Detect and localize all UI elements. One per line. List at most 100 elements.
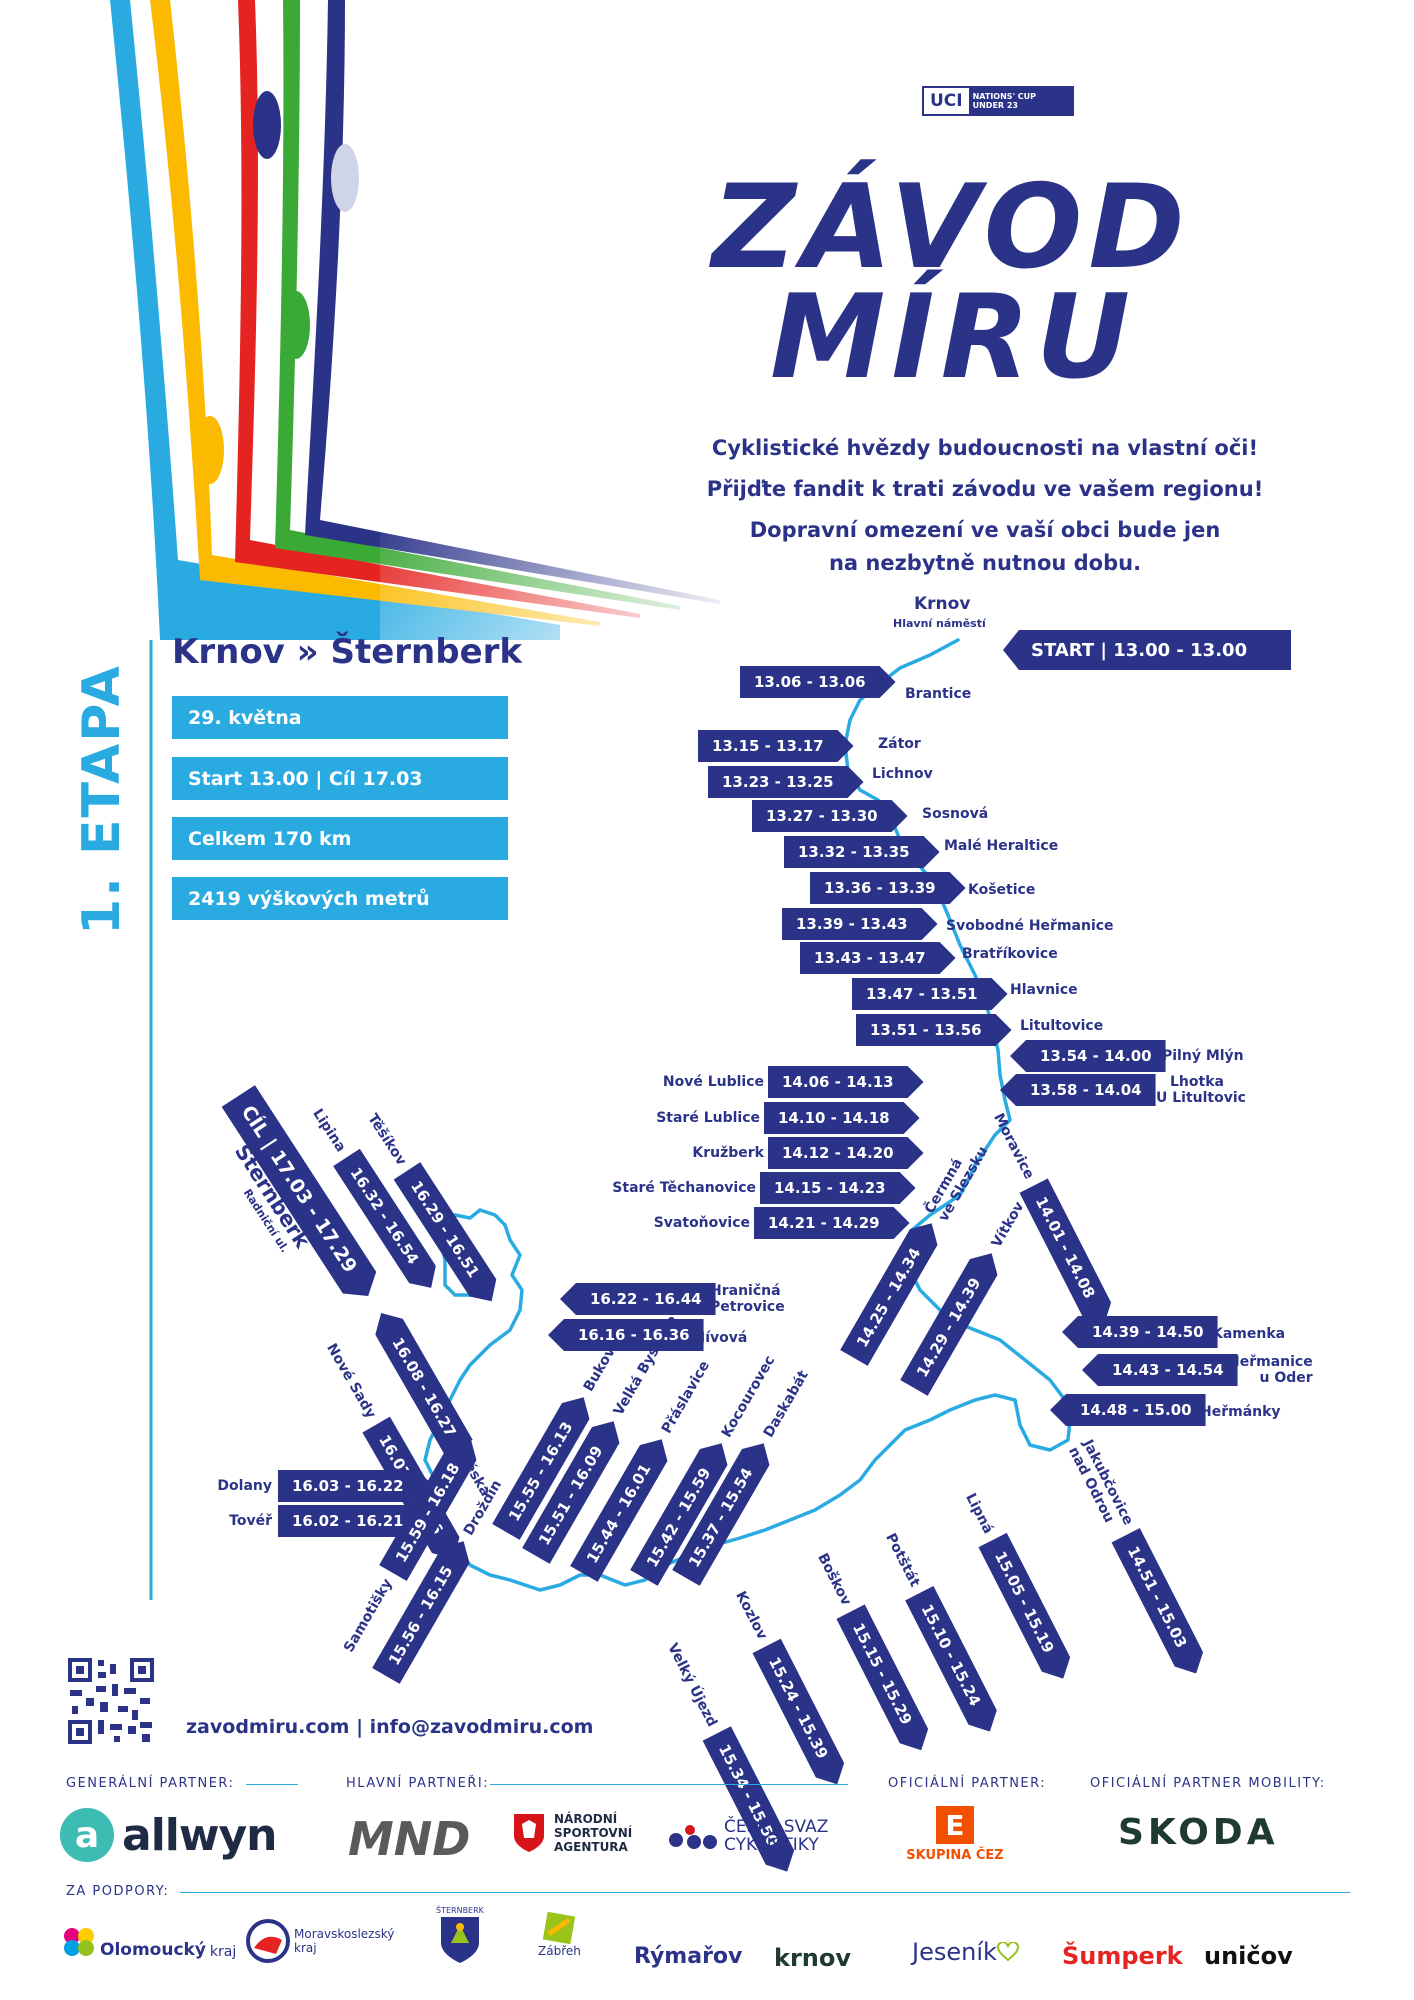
- msk-logo: Moravskoslezský kraj: [246, 1918, 394, 1964]
- olomoucky-flower-icon: [64, 1928, 94, 1956]
- sign-stare-techanovice: 14.15 - 14.23: [760, 1172, 916, 1204]
- town-litultovice: Litultovice: [1020, 1018, 1104, 1034]
- allwyn-mark: a: [60, 1808, 114, 1862]
- town-bratrikovice: Bratříkovice: [962, 946, 1058, 962]
- sumperk-logo: Šumperk: [1062, 1942, 1183, 1970]
- nsa-line3: AGENTURA: [554, 1840, 628, 1854]
- support-divider: [180, 1892, 1350, 1893]
- sign-lhotka: 13.58 - 14.04: [1000, 1074, 1156, 1106]
- uci-badge-mark: UCI: [924, 88, 969, 114]
- town-hermanky: Heřmánky: [1200, 1404, 1281, 1420]
- rymarov-logo: Rýmařov: [634, 1944, 743, 1969]
- town-zator: Zátor: [878, 736, 921, 752]
- start-sign: START | 13.00 - 13.00: [1003, 630, 1291, 670]
- sternberk-logo: ŠTERNBERK: [436, 1906, 484, 1965]
- contact-text[interactable]: zavodmiru.com | info@zavodmiru.com: [186, 1716, 594, 1738]
- stage-label: 1. ETAPA: [72, 664, 132, 935]
- town-hlavnice: Hlavnice: [1010, 982, 1078, 998]
- sign-litultovice: 13.51 - 13.56: [856, 1014, 1012, 1046]
- cez-logo: E SKUPINA ČEZ: [900, 1806, 1010, 1863]
- sign-pilny-mlyn: 13.54 - 14.00: [1010, 1040, 1166, 1072]
- town-kamenka: Kamenka: [1212, 1326, 1286, 1342]
- unicov-logo: uničov: [1204, 1942, 1293, 1970]
- main-partners-divider: [490, 1784, 848, 1785]
- zabreh-text: Zábřeh: [538, 1944, 581, 1958]
- town-nove-lublice: Nové Lublice: [662, 1074, 764, 1090]
- uci-badge: UCI NATIONS' CUP UNDER 23: [922, 86, 1074, 116]
- sign-hranicna: 16.22 - 16.44: [560, 1283, 716, 1315]
- csc-line2: CYKLISTIKY: [724, 1835, 819, 1855]
- sign-sosnova: 13.27 - 13.30: [752, 800, 908, 832]
- town-brantice: Brantice: [905, 686, 972, 702]
- cez-mark: E: [936, 1806, 974, 1844]
- tagline-4: na nezbytně nutnou dobu.: [828, 551, 1142, 575]
- town-lhotka-line1: Lhotka: [1170, 1074, 1224, 1090]
- town-stare-techanovice: Staré Těchanovice: [612, 1180, 756, 1196]
- town-hranicna: Hraničná Petrovice: [710, 1283, 785, 1315]
- sign-svatonovice: 14.21 - 14.29: [754, 1207, 910, 1239]
- tagline-1: Cyklistické hvězdy budoucnosti na vlastn…: [711, 436, 1259, 460]
- town-tover: Tovéř: [229, 1513, 272, 1529]
- town-kruzberk: Kružberk: [692, 1145, 764, 1161]
- town-lhotka: Lhotka U Litultovic: [1156, 1074, 1246, 1106]
- zabreh-logo: Zábřeh: [538, 1912, 581, 1958]
- sign-male-heraltice: 13.32 - 13.35: [784, 836, 940, 868]
- town-hermanice: Heřmanice u Oder: [1228, 1354, 1313, 1386]
- town-sosnova: Sosnová: [922, 806, 989, 822]
- info-times: Start 13.00 | Cíl 17.03: [172, 757, 508, 800]
- town-lichnov: Lichnov: [872, 766, 933, 782]
- jesenik-logo: Jeseník: [912, 1938, 1019, 1966]
- sign-kosetice: 13.36 - 13.39: [810, 872, 966, 904]
- sternberk-shield-icon: [440, 1917, 479, 1963]
- krnov-logo: krnov: [774, 1944, 852, 1972]
- title-line2: MÍRU: [770, 270, 1137, 405]
- sign-nove-lublice: 14.06 - 14.13: [768, 1066, 924, 1098]
- sign-stare-lublice: 14.10 - 14.18: [764, 1102, 920, 1134]
- sign-kruzberk: 14.12 - 14.20: [768, 1137, 924, 1169]
- sign-bratrikovice: 13.43 - 13.47: [800, 942, 956, 974]
- title-line1: ZÁVOD: [712, 160, 1191, 295]
- start-town: Krnov: [914, 594, 971, 614]
- town-jivova: Jívová: [700, 1330, 748, 1346]
- zabreh-icon: [543, 1912, 576, 1944]
- allwyn-text: allwyn: [122, 1809, 278, 1861]
- label-support: ZA PODPORY:: [66, 1884, 170, 1899]
- label-main-partners: HLAVNÍ PARTNEŘI:: [346, 1776, 490, 1791]
- label-official-partner: OFICIÁLNÍ PARTNER:: [888, 1776, 1047, 1791]
- sign-kamenka: 14.39 - 14.50: [1062, 1316, 1218, 1348]
- tagline-3: Dopravní omezení ve vaší obci bude jen: [749, 518, 1221, 542]
- sternberk-text: ŠTERNBERK: [436, 1906, 484, 1915]
- town-dolany: Dolany: [217, 1478, 272, 1494]
- town-svatonovice: Svatoňovice: [653, 1215, 750, 1231]
- town-hermanice-line1: Heřmanice: [1228, 1354, 1313, 1370]
- town-pilny-mlyn: Pilný Mlýn: [1162, 1048, 1244, 1064]
- taglines: Cyklistické hvězdy budoucnosti na vlastn…: [660, 428, 1310, 584]
- town-kosetice: Košetice: [968, 882, 1036, 898]
- tagline-2: Přijďte fandit k trati závodu ve vašem r…: [706, 477, 1264, 501]
- nsa-line1: NÁRODNÍ: [554, 1812, 618, 1826]
- cez-text: SKUPINA ČEZ: [906, 1848, 1004, 1863]
- sign-dolany: 16.03 - 16.22: [278, 1470, 434, 1502]
- allwyn-logo: a allwyn: [60, 1808, 278, 1862]
- rainbow-stripes: [110, 0, 800, 660]
- general-partner-divider: [246, 1784, 298, 1785]
- sign-hermanky: 14.48 - 15.00: [1050, 1394, 1206, 1426]
- olomoucky-text: Olomoucký: [100, 1940, 206, 1960]
- sign-jivova: 16.16 - 16.36: [548, 1319, 704, 1351]
- sign-zator: 13.15 - 13.17: [698, 730, 854, 762]
- qr-code[interactable]: [68, 1658, 154, 1744]
- sign-lichnov: 13.23 - 13.25: [708, 766, 864, 798]
- info-date: 29. května: [172, 696, 508, 739]
- nsa-logo: NÁRODNÍ SPORTOVNÍ AGENTURA: [512, 1812, 632, 1854]
- sign-brantice: 13.06 - 13.06: [740, 666, 896, 698]
- label-mobility-partner: OFICIÁLNÍ PARTNER MOBILITY:: [1090, 1776, 1326, 1791]
- nsa-emblem-icon: [514, 1814, 544, 1852]
- nsa-line2: SPORTOVNÍ: [554, 1826, 633, 1840]
- town-stare-lublice: Staré Lublice: [656, 1110, 760, 1126]
- csc-logo: ČESKÝ SVAZ CYKLISTIKY: [668, 1818, 828, 1854]
- csc-line1: ČESKÝ SVAZ: [724, 1817, 829, 1837]
- olomoucky-logo: Olomoucký kraj: [60, 1924, 236, 1960]
- msk-line1: Moravskoslezský: [294, 1927, 395, 1941]
- jesenik-text: Jeseník: [912, 1938, 997, 1966]
